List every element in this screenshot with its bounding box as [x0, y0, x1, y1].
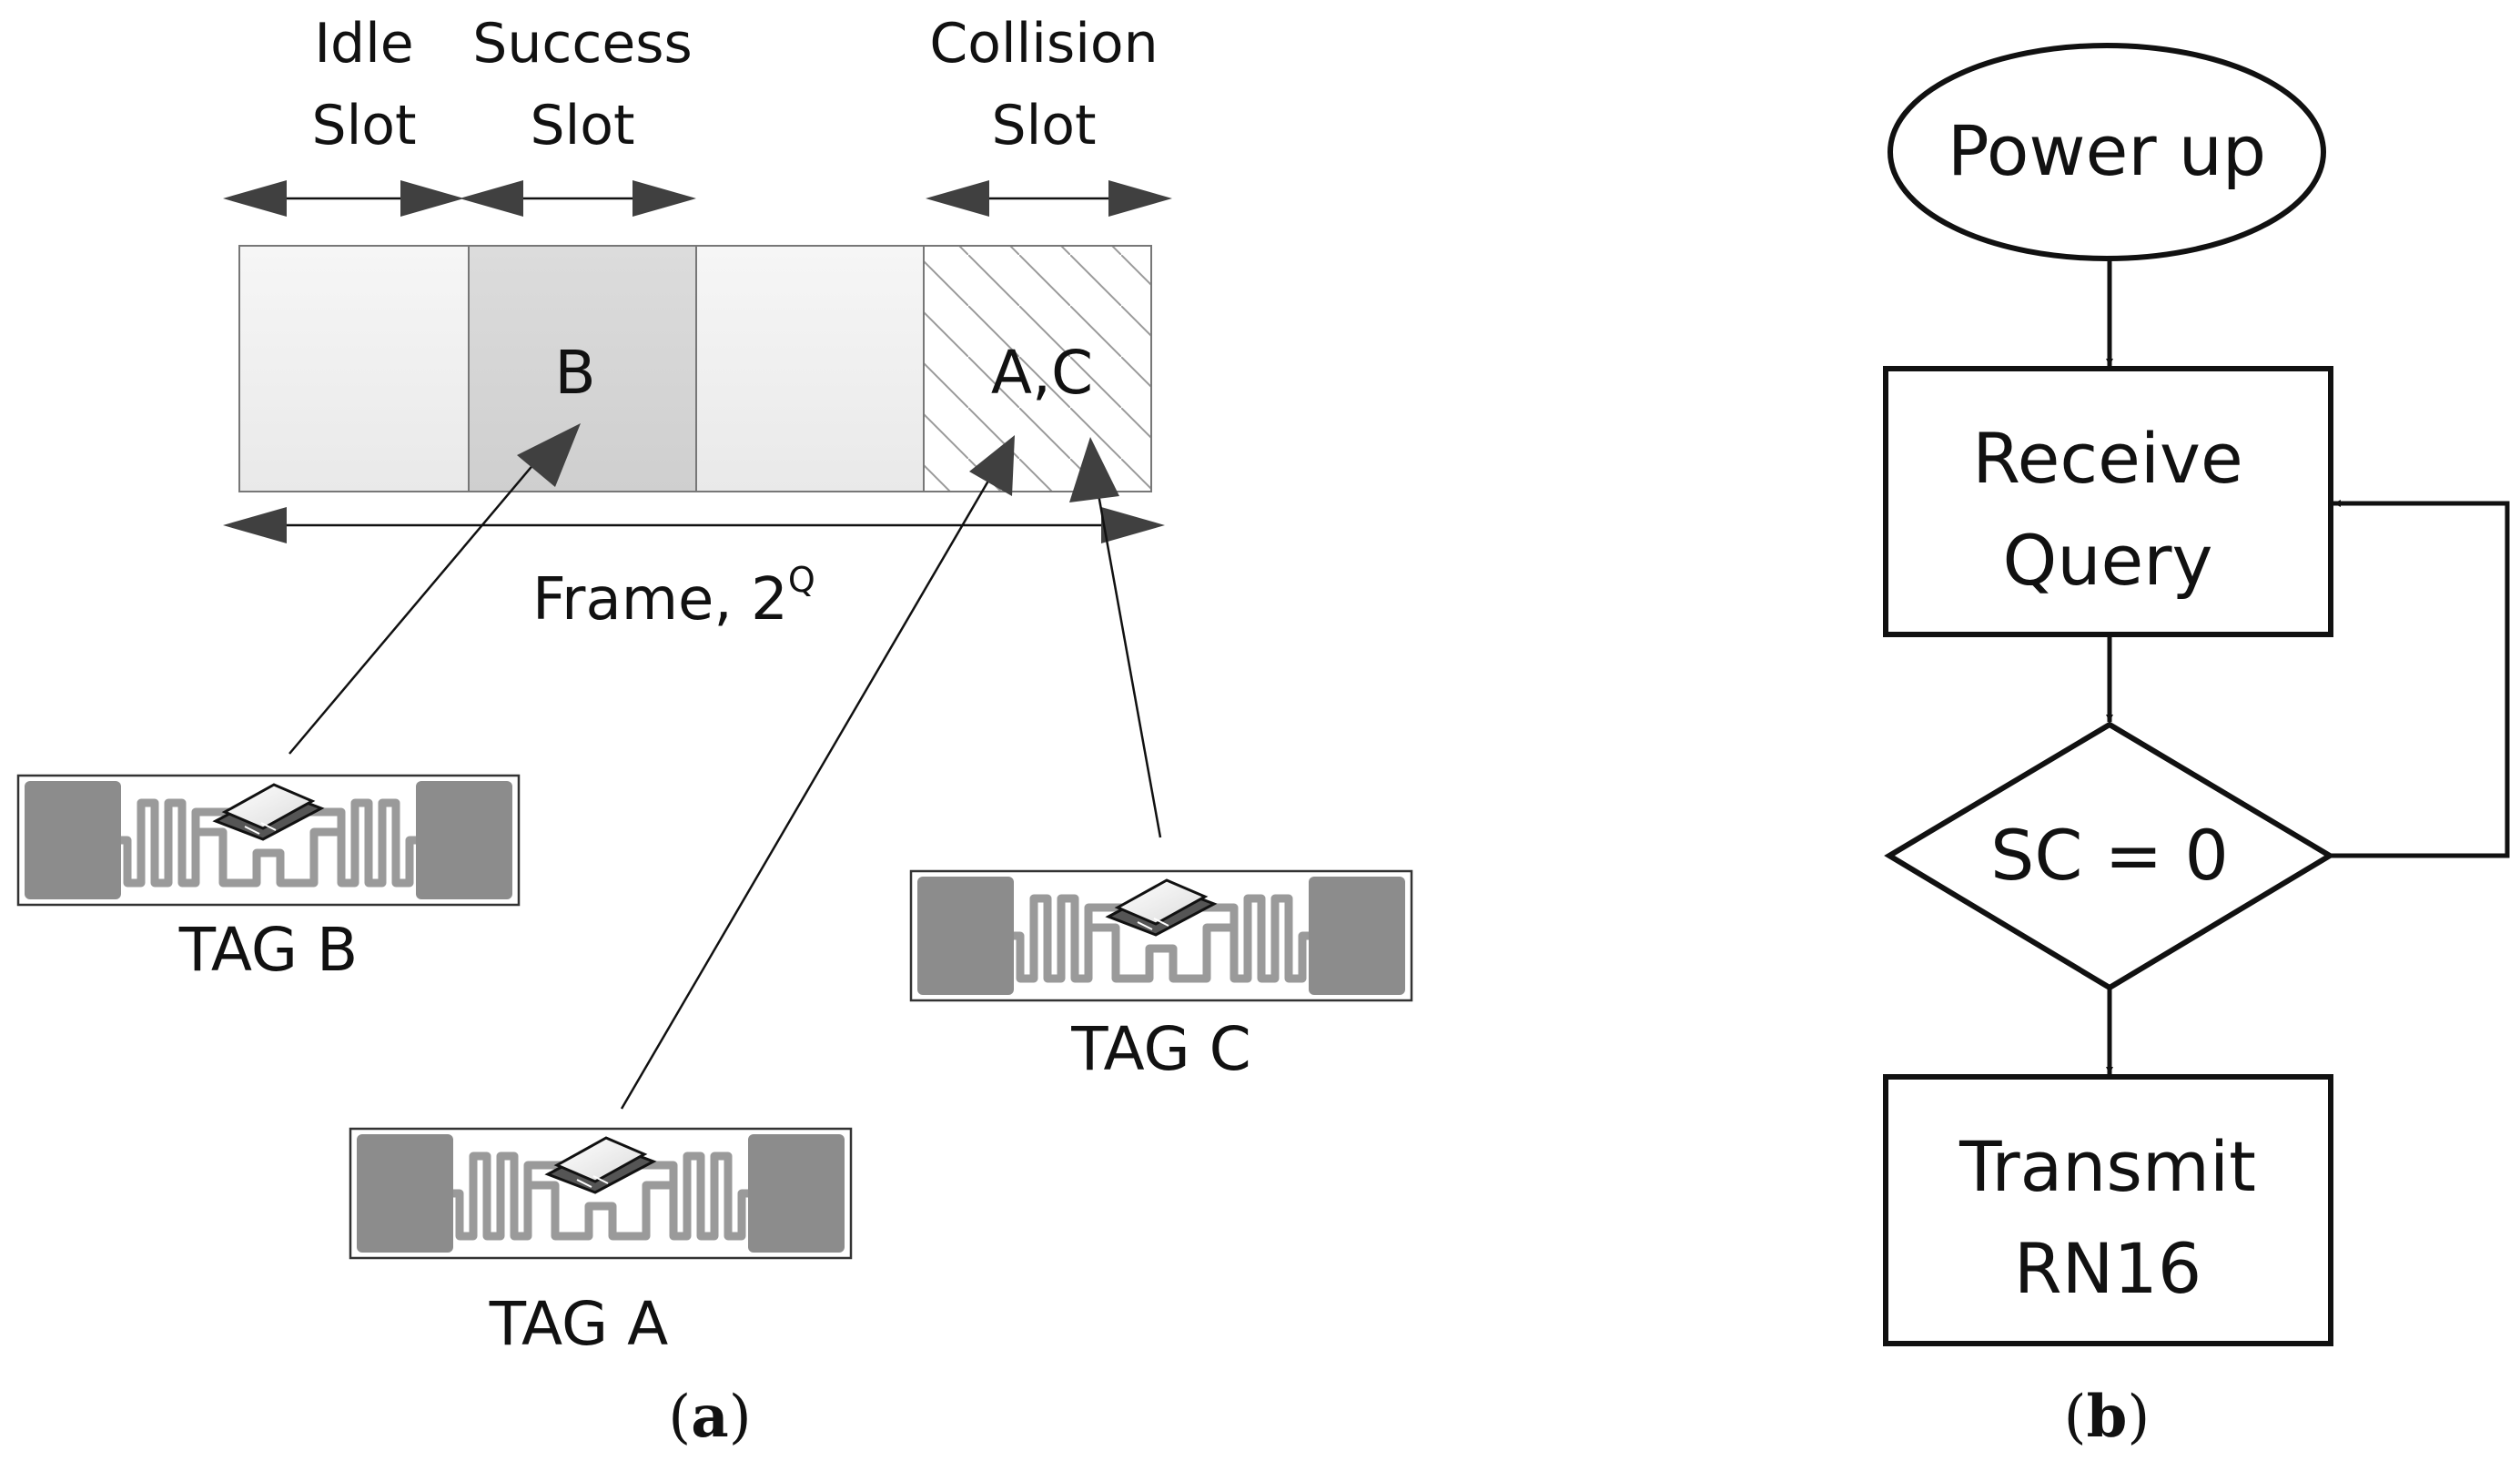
success-slot-content: B	[554, 338, 595, 408]
frame-bar	[238, 245, 1152, 492]
power-up-node	[1887, 43, 2326, 261]
receive-query-label-line2: Query	[2003, 520, 2213, 601]
panel-a: Idle Slot Success Slot Collision Slot	[18, 12, 1412, 1451]
tag-b-icon	[18, 776, 519, 905]
idle-slot	[238, 245, 470, 492]
tag-a-label: TAG A	[489, 1289, 668, 1359]
caption-a: (a)	[668, 1383, 751, 1451]
success-slot-label-line1: Success	[472, 12, 693, 76]
idle-slot-width-arrow	[223, 180, 464, 217]
caption-a-letter: a	[691, 1383, 728, 1451]
panel-b: Power up Receive Query SC = 0 Transmit R…	[1883, 43, 2510, 1451]
success-slot-label-line2: Slot	[531, 94, 635, 157]
collision-slot-content: A,C	[991, 338, 1093, 408]
caption-b: (b)	[2064, 1383, 2151, 1451]
transmit-rn16-label-line1: Transmit	[1958, 1126, 2256, 1207]
sc-decision-label: SC = 0	[1990, 815, 2229, 896]
tag-b-label: TAG B	[178, 915, 359, 985]
success-slot	[468, 245, 697, 492]
frame-label-superscript: Q	[788, 560, 815, 600]
idle-slot-label-line1: Idle	[314, 12, 413, 76]
receive-query-label-line1: Receive	[1972, 418, 2243, 499]
frame-label: Frame, 2Q	[532, 560, 815, 634]
tag-a-transmission-arrow	[620, 435, 1015, 1110]
caption-b-letter: b	[2087, 1383, 2128, 1451]
frame-length-arrow	[223, 507, 1165, 543]
tag-c-transmission-arrow	[1069, 437, 1162, 838]
tag-a-icon	[350, 1129, 851, 1258]
frame-label-text: Frame, 2	[532, 566, 788, 634]
collision-slot-label-line2: Slot	[992, 94, 1097, 157]
idle-slot-label-line2: Slot	[312, 94, 417, 157]
empty-slot	[695, 245, 925, 492]
collision-slot-width-arrow	[926, 180, 1172, 217]
collision-slot-label-line1: Collision	[929, 12, 1158, 76]
power-up-label: Power up	[1948, 110, 2266, 191]
tag-b-transmission-arrow	[288, 423, 581, 755]
receive-query-node	[1883, 366, 2333, 637]
tag-c-label: TAG C	[1070, 1014, 1250, 1084]
edge-decision-loop-back	[2330, 500, 2510, 858]
transmit-rn16-label-line2: RN16	[2014, 1228, 2201, 1309]
transmit-rn16-node	[1883, 1074, 2333, 1346]
success-slot-width-arrow	[460, 180, 696, 217]
tag-c-icon	[911, 871, 1412, 1000]
